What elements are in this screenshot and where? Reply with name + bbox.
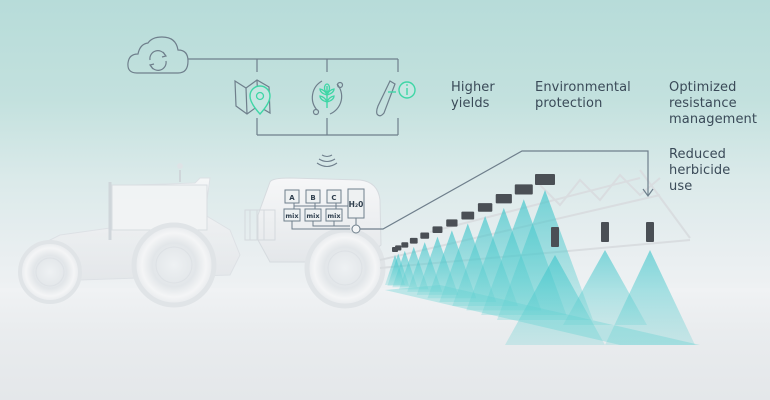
nozzle <box>551 227 559 247</box>
benefit-line: resistance <box>669 96 737 111</box>
chemical-box <box>326 189 342 204</box>
wheels <box>18 222 386 309</box>
spray-cone <box>605 250 695 345</box>
benefit-higher-yields: Higher yields <box>451 80 495 112</box>
chemical-label: C <box>331 194 336 202</box>
benefit-environmental-protection: Environmental protection <box>535 80 631 112</box>
mixer-box <box>325 208 343 222</box>
mixer-box <box>283 208 301 222</box>
spray-band <box>385 285 700 345</box>
nozzle <box>432 226 443 234</box>
test-tube-info-icon <box>376 80 416 117</box>
nozzle <box>495 194 512 204</box>
spray-nozzles <box>392 174 654 252</box>
nozzle <box>535 174 555 185</box>
mixer-label: mix <box>306 212 320 220</box>
benefit-line: herbicide <box>669 163 731 178</box>
nozzle <box>401 242 409 248</box>
benefit-line: Higher <box>451 80 495 95</box>
wireless-signal-icon <box>316 154 338 168</box>
nozzle <box>601 222 609 242</box>
benefit-reduced-herbicide-use: Reduced herbicide use <box>669 147 730 195</box>
mixer-label: mix <box>285 212 299 220</box>
cloud-sync-icon <box>127 36 189 74</box>
chemical-box <box>305 189 321 204</box>
nozzle <box>477 203 493 212</box>
nozzle <box>395 245 402 251</box>
benefit-line: Environmental <box>535 80 631 95</box>
nozzle <box>461 211 475 220</box>
chemical-label: B <box>310 194 315 202</box>
crop-cycle-icon <box>311 80 344 116</box>
nozzle <box>446 219 458 227</box>
benefit-line: Reduced <box>669 147 727 162</box>
benefit-line: use <box>669 179 693 194</box>
benefit-line: Optimized <box>669 80 737 95</box>
nozzle <box>646 222 654 242</box>
nozzle <box>514 184 533 195</box>
map-location-icon <box>234 79 271 116</box>
connector-lines <box>188 58 654 230</box>
benefit-line: management <box>669 112 758 127</box>
nozzle <box>409 237 418 244</box>
nozzle <box>420 232 430 239</box>
mixer-label: mix <box>327 212 341 220</box>
chemical-label: A <box>289 194 295 202</box>
mixer-box <box>304 208 322 222</box>
benefit-line: yields <box>451 96 490 111</box>
spray-cones <box>385 190 700 345</box>
benefit-optimized-resistance-management: Optimized resistance management <box>669 80 757 128</box>
chemical-box <box>284 189 300 204</box>
water-label: H₂0 <box>349 200 364 209</box>
benefit-line: protection <box>535 96 603 111</box>
